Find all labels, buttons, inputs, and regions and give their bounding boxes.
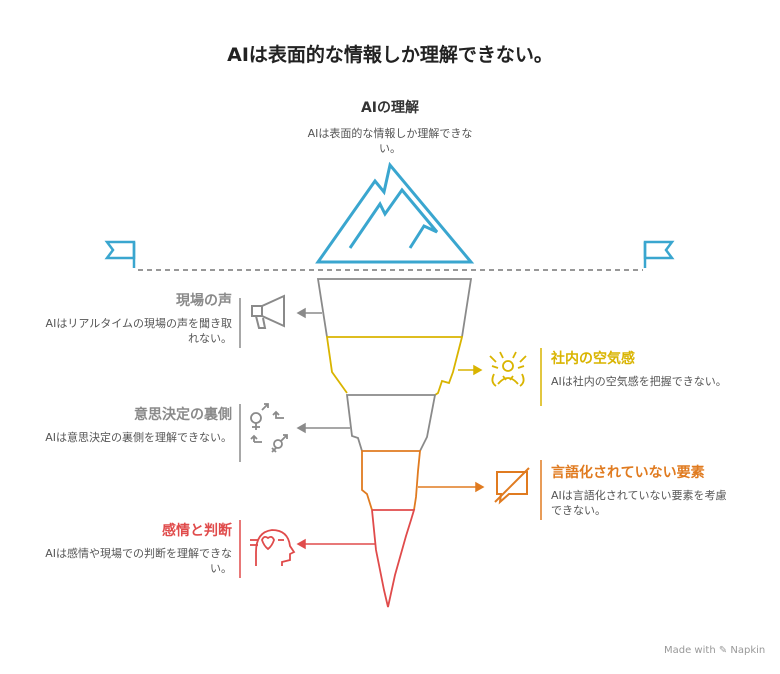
iceberg-tip-title: AIの理解 [360,100,420,116]
layer-5-desc: AIは感情や現場での判断を理解できない。 [45,547,232,575]
layer-4-title: 言語化されていない要素 [551,465,705,481]
layer-4-desc: AIは言語化されていない要素を考慮できない。 [551,489,727,517]
flag-left-icon [104,240,136,268]
funnel-layer-5 [371,509,416,608]
main-title: AIは表面的な情報しか理解できない。 [227,44,553,66]
head-heart-icon [250,529,296,566]
iceberg-tip-desc: AIは表面的な情報しか理解できない。 [307,127,473,155]
funnel-layer-4 [361,450,421,511]
iceberg-tip-icon [315,161,475,264]
layer-3-title: 意思決定の裏側 [134,407,232,423]
layer-2-title: 社内の空気感 [551,351,635,367]
arrow-layer-2 [458,364,483,376]
layer-3-desc: AIは意思決定の裏側を理解できない。 [45,431,232,444]
megaphone-icon [251,294,285,329]
arrow-layer-1 [296,307,322,319]
layer-1-desc: AIはリアルタイムの現場の声を聞き取れない。 [45,317,232,345]
flag-right-icon [643,240,675,268]
arrow-layer-5 [296,538,375,550]
funnel-layer-2 [325,336,464,396]
arrow-layer-3 [296,422,350,434]
footer-credit: Made with ✎ Napkin [664,645,766,656]
layer-5-title: 感情と判断 [162,523,232,539]
funnel-layer-1 [316,278,473,338]
atmosphere-icon [489,351,527,387]
decision-symbols-icon [250,403,288,453]
layer-2-desc: AIは社内の空気感を把握できない。 [551,375,727,388]
layer-1-title: 現場の声 [176,293,232,309]
muted-chat-icon [494,467,530,505]
arrow-layer-4 [418,481,485,493]
funnel-layer-3 [345,394,437,452]
